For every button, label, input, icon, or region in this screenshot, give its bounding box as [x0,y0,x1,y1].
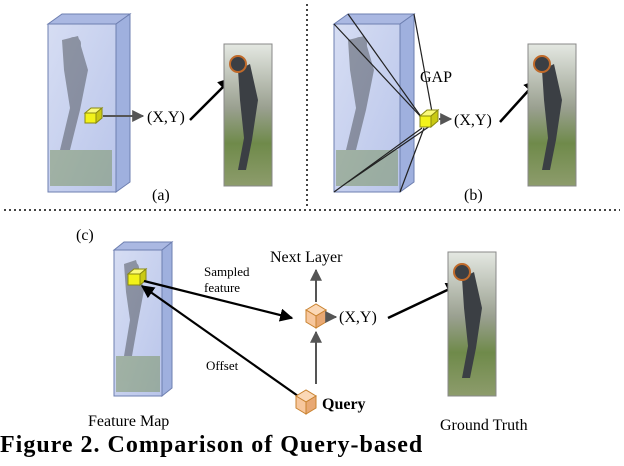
panel-b: GAP (X,Y) (b) [332,13,577,204]
feature-cube-b [418,108,440,129]
feature-map-label: Feature Map [88,413,169,430]
feature-map-b [332,13,416,193]
panel-a: (X,Y) (a) [46,13,273,204]
gap-projection-lines [333,13,433,193]
gap-label: GAP [420,69,452,86]
ground-truth-label: Ground Truth [440,417,528,434]
offset-arrow [140,285,299,397]
ground-truth-image-c [447,251,497,397]
offset-label: Offset [206,358,239,373]
ground-truth-image-a [223,43,273,187]
panel-label-a: (a) [152,187,170,204]
coord-label-a: (X,Y) [147,109,185,126]
sampled-label-line1: Sampled [204,264,250,279]
panel-label-c: (c) [76,227,94,244]
ground-truth-image-b [527,43,577,187]
sampled-label-line2: feature [204,280,240,295]
figure-caption: Figure 2. Comparison of Query-based [0,432,424,458]
decoder-cube [305,303,327,329]
panel-c: (c) Feature Map Sampled feature Offset [76,227,528,434]
feature-map-a [46,13,132,193]
next-layer-label: Next Layer [270,249,343,266]
feature-map-c [112,240,174,398]
coord-label-c: (X,Y) [339,309,377,326]
sampled-feature-arrow [143,279,294,322]
coord-label-b: (X,Y) [454,112,492,129]
sampled-feature-cube [126,267,148,287]
query-label: Query [322,396,366,413]
feature-cube-a [83,106,104,125]
panel-label-b: (b) [464,187,483,204]
query-cube [295,389,317,415]
